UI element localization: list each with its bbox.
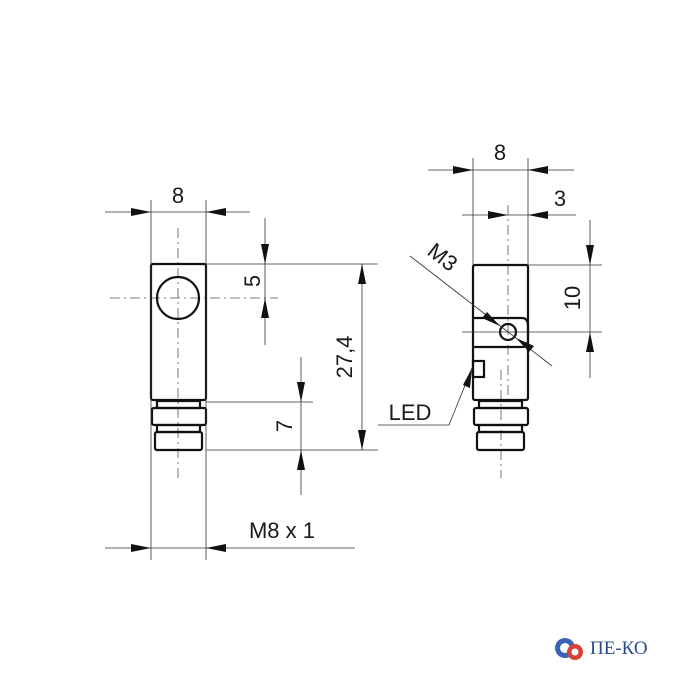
sensor-body [149, 262, 208, 402]
left-sensor-view: 8 5 27,4 7 M8 x 1 [105, 183, 378, 560]
led-window [471, 359, 486, 379]
connector-length-label: 7 [272, 420, 297, 432]
thread-label: M8 x 1 [249, 518, 315, 543]
screw-height-label: 10 [560, 286, 585, 310]
led-label: LED [389, 400, 432, 425]
side-width-label: 8 [494, 140, 506, 165]
length-dimension-label: 27,4 [332, 336, 357, 379]
right-sensor-view: 8 3 10 M3 LED [378, 140, 602, 478]
connector-side [472, 399, 530, 452]
mounting-hole [155, 275, 201, 321]
logo-text: ПЕ-КО [590, 638, 648, 659]
hole-offset-label: 5 [240, 275, 265, 287]
connector [150, 399, 208, 452]
gear-logo-icon [555, 638, 583, 660]
screw-offset-label: 3 [554, 186, 566, 211]
company-logo: ПЕ-КО [553, 636, 648, 662]
width-dimension-label: 8 [172, 183, 184, 208]
